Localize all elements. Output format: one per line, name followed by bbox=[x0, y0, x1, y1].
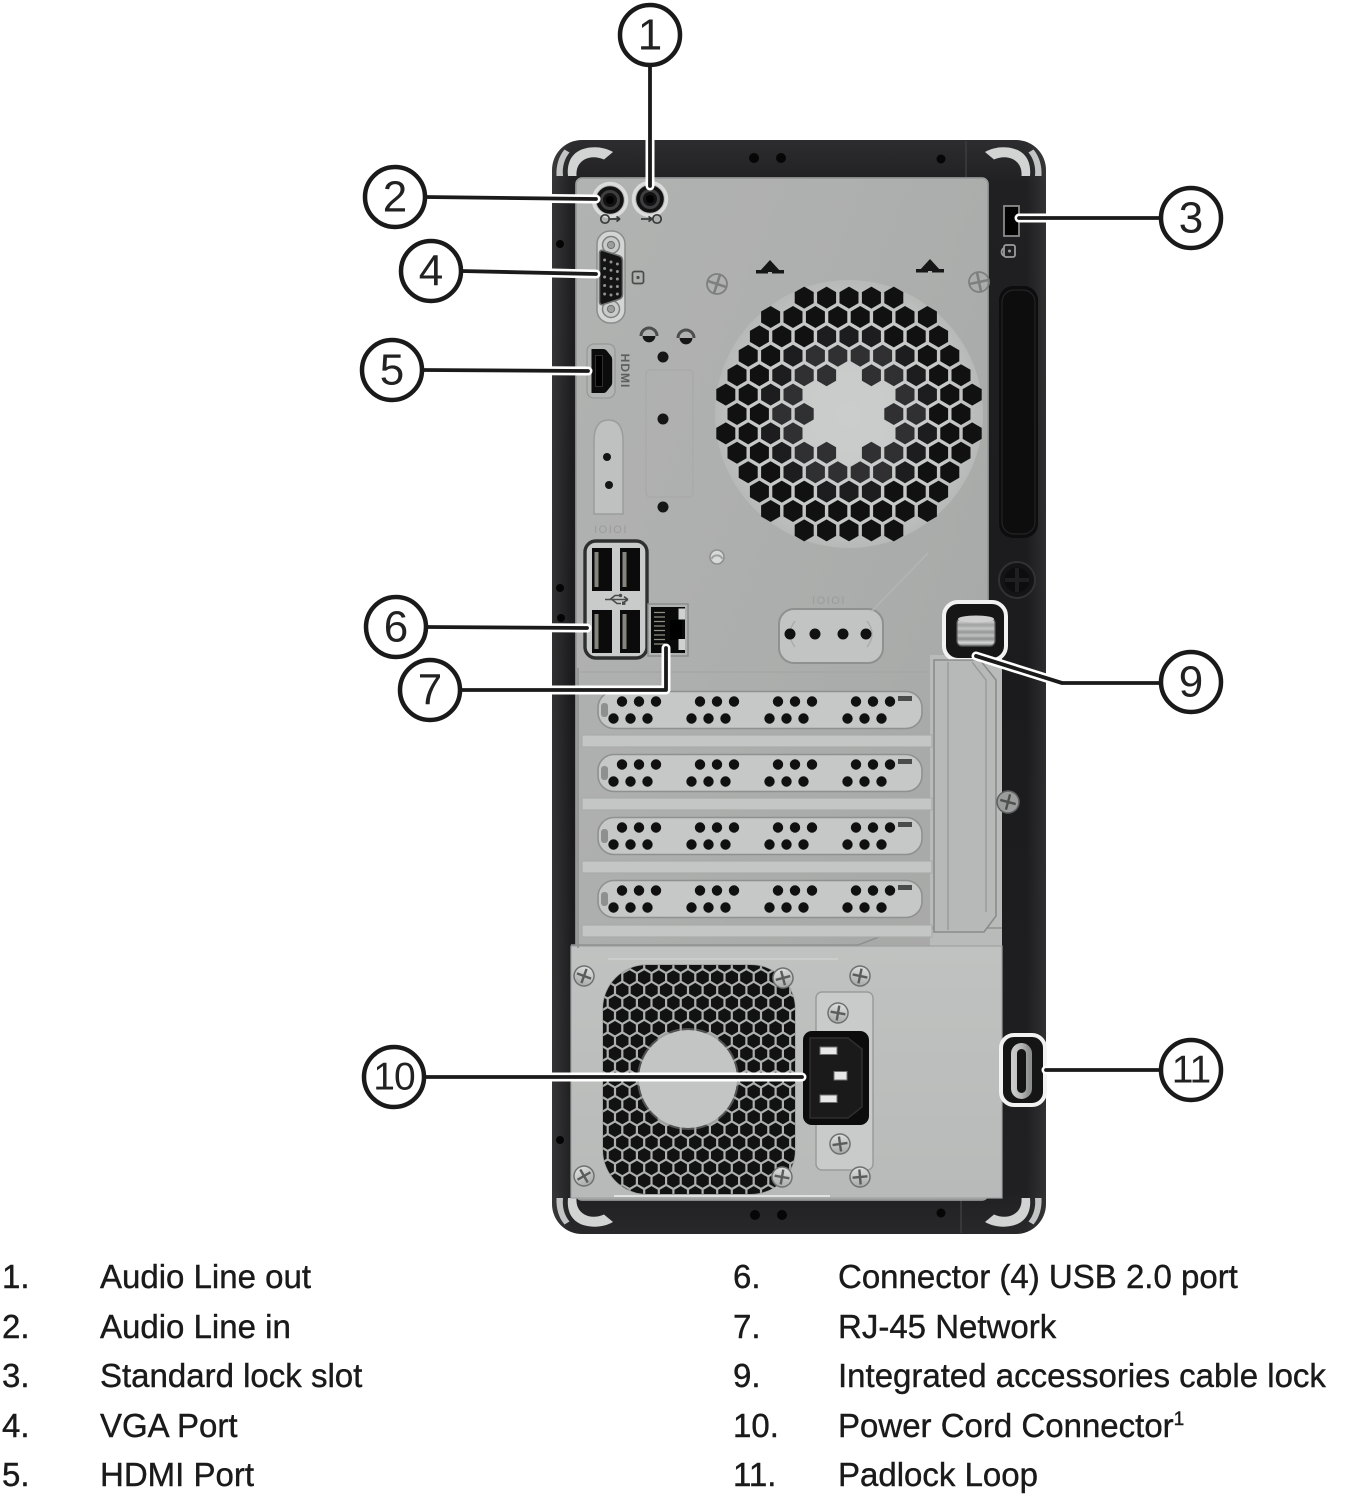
legend-number: 9. bbox=[733, 1357, 761, 1394]
svg-text:IOIOI: IOIOI bbox=[812, 595, 846, 607]
legend-number: 5. bbox=[2, 1456, 30, 1493]
legend-label: HDMI Port bbox=[100, 1456, 255, 1493]
fan-hex-holes bbox=[716, 286, 982, 542]
audio-line-out-icon bbox=[599, 213, 621, 225]
expansion-slot-cover-2 bbox=[597, 753, 923, 793]
legend-label: Power Cord Connector bbox=[838, 1406, 1174, 1444]
legend-number: 7. bbox=[733, 1307, 761, 1345]
callout-4: 4 bbox=[398, 238, 601, 304]
callout-3: 3 bbox=[1014, 185, 1224, 251]
legend-label: VGA Port bbox=[100, 1406, 238, 1444]
svg-text:10: 10 bbox=[373, 1056, 415, 1099]
svg-text:9: 9 bbox=[1179, 658, 1203, 707]
svg-text:HDMI: HDMI bbox=[618, 354, 632, 389]
legend-item: 3. Standard lock slot bbox=[2, 1357, 363, 1394]
usb-2-0-ports: IOIOI bbox=[583, 524, 649, 660]
legend-number: 6. bbox=[733, 1258, 761, 1295]
usb-port bbox=[592, 548, 612, 591]
security-lock-slot bbox=[1000, 205, 1020, 258]
callout-7: 7 bbox=[397, 643, 671, 723]
svg-text:6: 6 bbox=[384, 603, 408, 652]
legend-footnote-marker: 1 bbox=[1173, 1408, 1185, 1430]
legend-number: 3. bbox=[2, 1357, 30, 1394]
legend-label: Audio Line in bbox=[100, 1307, 291, 1345]
svg-text:7: 7 bbox=[418, 666, 442, 715]
svg-text:1: 1 bbox=[638, 11, 662, 60]
usb-port bbox=[592, 610, 612, 653]
legend-number: 11. bbox=[733, 1456, 777, 1493]
legend-number: 1. bbox=[2, 1258, 30, 1295]
serial-port-knockout: IOIOI bbox=[778, 552, 929, 664]
callout-6: 6 bbox=[363, 594, 592, 660]
callout-1: 1 bbox=[617, 2, 683, 191]
callout-2: 2 bbox=[362, 164, 601, 230]
legend-label: Audio Line out bbox=[100, 1258, 312, 1295]
exhaust-fan-grille bbox=[715, 280, 983, 548]
legend-item: 6. Connector (4) USB 2.0 port bbox=[733, 1260, 1238, 1293]
expansion-slot-covers bbox=[597, 690, 923, 919]
side-handle-recess bbox=[999, 286, 1038, 538]
legend-item: 4. VGA Port bbox=[2, 1406, 238, 1444]
usb-port bbox=[620, 610, 640, 653]
legend-item: 2. Audio Line in bbox=[2, 1307, 291, 1345]
hanger-hooks bbox=[639, 326, 696, 345]
legend-label: Connector (4) USB 2.0 port bbox=[838, 1258, 1238, 1295]
psu-screws bbox=[573, 965, 871, 1188]
expansion-slot-cover-4 bbox=[597, 879, 923, 919]
callout-9: 9 bbox=[971, 649, 1224, 715]
legend-label: RJ-45 Network bbox=[838, 1307, 1057, 1345]
corner-ornaments bbox=[556, 147, 1042, 1227]
callout-11: 11 bbox=[1041, 1037, 1224, 1103]
audio-line-in-icon bbox=[641, 213, 663, 225]
monitor-icon bbox=[631, 270, 645, 285]
power-cord-connector bbox=[803, 1031, 869, 1125]
cable-tie-mounts bbox=[756, 259, 944, 274]
expansion-slot-cover-3 bbox=[597, 816, 923, 856]
legend-label: Padlock Loop bbox=[838, 1456, 1038, 1493]
slot-retention-rail bbox=[933, 659, 1020, 933]
hdmi-port: HDMI bbox=[586, 343, 632, 399]
usb-port bbox=[620, 548, 640, 591]
legend-label: Standard lock slot bbox=[100, 1357, 363, 1394]
thumbscrew bbox=[998, 561, 1036, 599]
legend-item: 11. Padlock Loop bbox=[733, 1458, 1038, 1491]
lock-icon bbox=[1000, 244, 1016, 258]
legend-number: 2. bbox=[2, 1307, 30, 1345]
svg-text:11: 11 bbox=[1172, 1049, 1211, 1092]
callouts: 1 2 3 4 5 6 bbox=[359, 2, 1224, 1110]
expansion-slot-vent-holes bbox=[608, 696, 896, 913]
expansion-slots bbox=[577, 668, 933, 948]
legend-number: 10. bbox=[733, 1406, 779, 1444]
callout-5: 5 bbox=[359, 337, 593, 403]
rj45-network-port bbox=[647, 603, 689, 657]
svg-text:2: 2 bbox=[383, 173, 407, 222]
usb-icon bbox=[605, 593, 629, 605]
legend-item: 10. Power Cord Connector1 bbox=[733, 1406, 1185, 1444]
legend-item: 7. RJ-45 Network bbox=[733, 1307, 1057, 1345]
legend-number: 4. bbox=[2, 1406, 30, 1444]
panel-hole bbox=[709, 549, 725, 565]
svg-text:4: 4 bbox=[419, 247, 443, 296]
svg-text:5: 5 bbox=[380, 346, 404, 395]
legend-item: 9. Integrated accessories cable lock bbox=[733, 1359, 1326, 1392]
legend-item: 1. Audio Line out bbox=[2, 1260, 311, 1293]
callout-10: 10 bbox=[361, 1044, 807, 1110]
legend-label: Integrated accessories cable lock bbox=[838, 1357, 1326, 1394]
legend-item: 5. HDMI Port bbox=[2, 1458, 254, 1491]
vga-port bbox=[596, 230, 626, 324]
panel-knockouts bbox=[593, 351, 694, 515]
svg-text:3: 3 bbox=[1179, 194, 1203, 243]
expansion-slot-cover-1 bbox=[597, 690, 923, 730]
panel-screws bbox=[706, 271, 990, 295]
svg-text:IOIOI: IOIOI bbox=[594, 524, 628, 536]
